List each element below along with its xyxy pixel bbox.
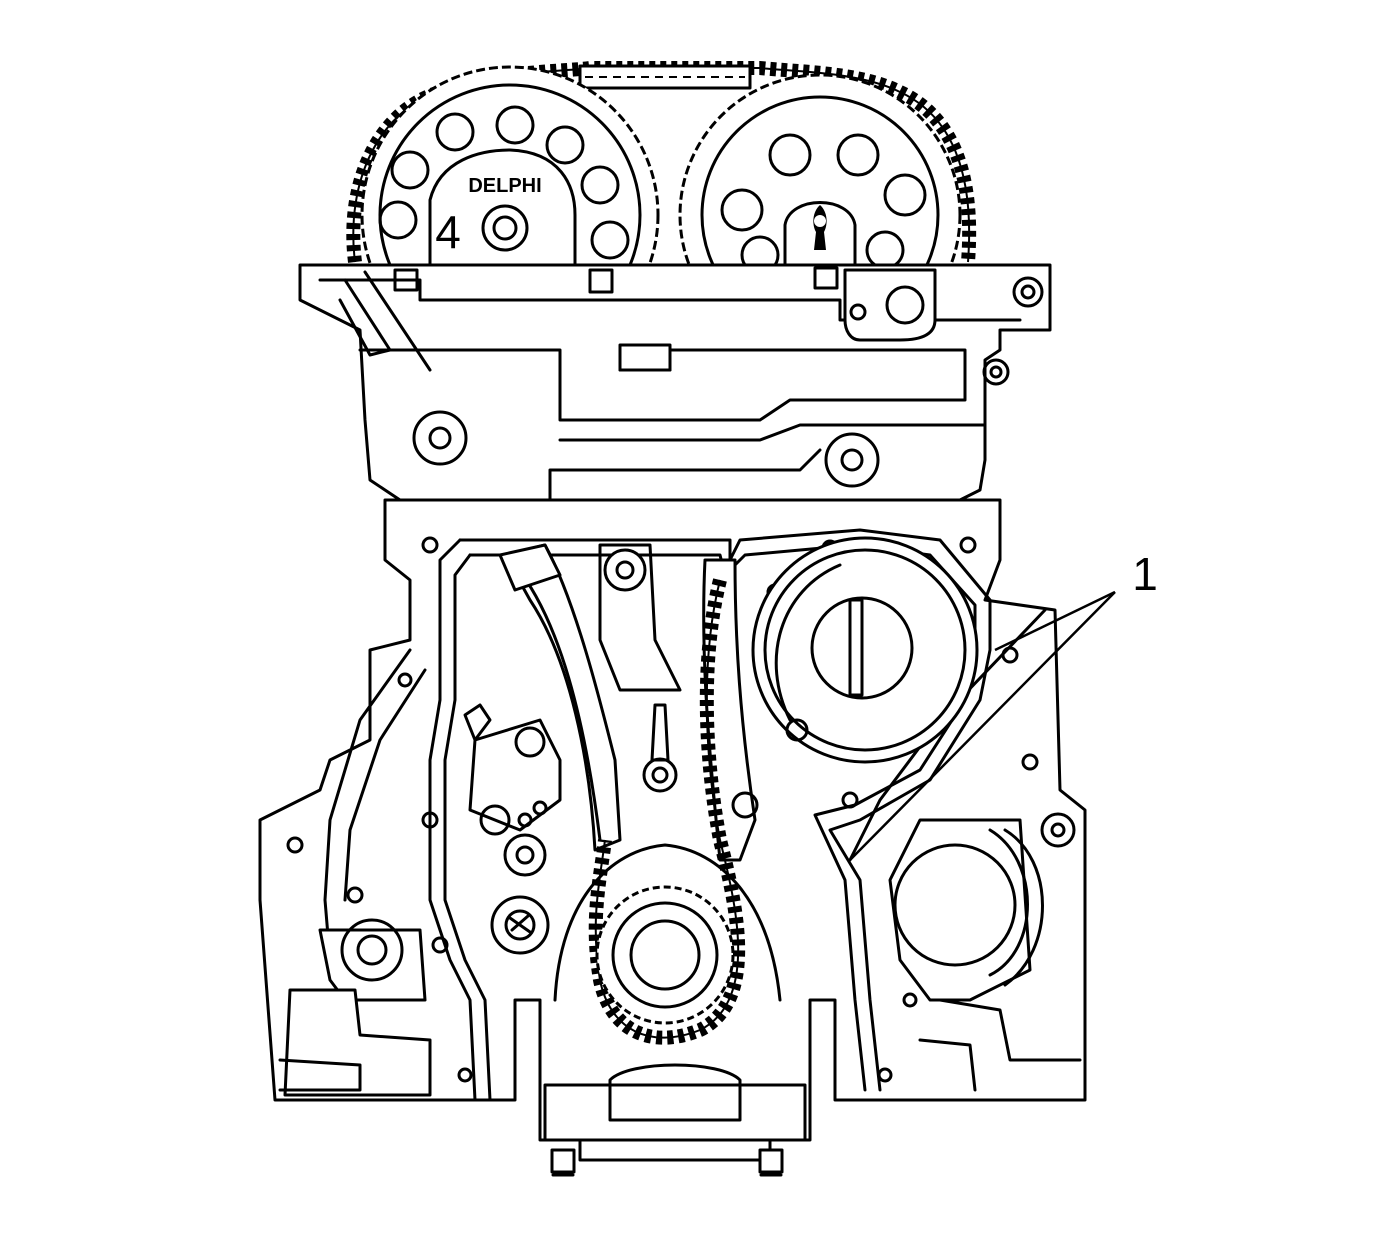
chain-tensioner-assembly (463, 703, 562, 955)
callout-1: 1 (849, 548, 1158, 861)
callout-number: 1 (1132, 548, 1158, 600)
sprocket-brand-text: DELPHI (468, 175, 541, 197)
callout-leader-line-upper (994, 590, 1116, 652)
cylinder-head-plate (298, 263, 1052, 502)
crankshaft-sprocket (595, 885, 735, 1025)
lower-timing-chain-group (498, 543, 782, 1045)
upper-chain-guide (578, 64, 752, 90)
sprocket-mark-text: 4 (435, 206, 461, 258)
oil-pan (543, 1063, 807, 1177)
idler-pulley (751, 536, 979, 764)
callout-leader-line-lower (849, 591, 1116, 861)
